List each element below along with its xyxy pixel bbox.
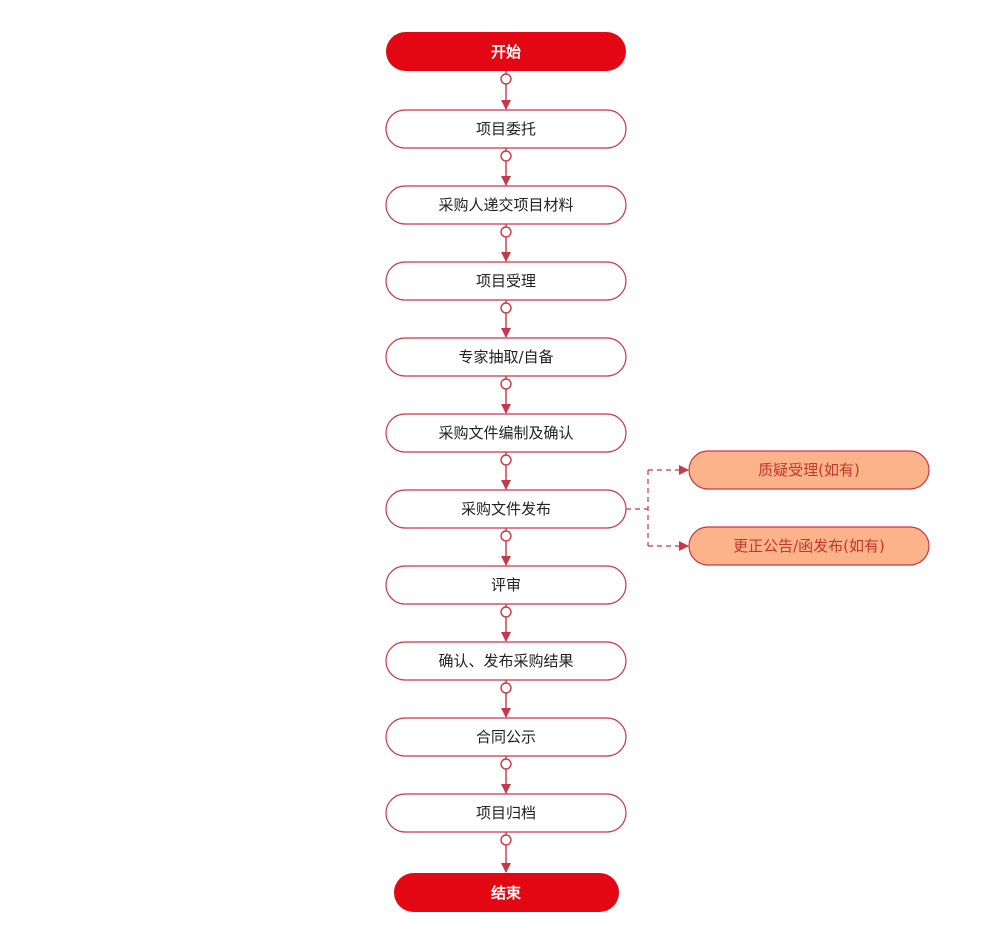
step-9[interactable]: 合同公示: [385, 717, 627, 757]
step-3[interactable]: 项目受理: [385, 261, 627, 301]
step-8[interactable]: 确认、发布采购结果: [385, 641, 627, 681]
step-label: 采购人递交项目材料: [438, 196, 573, 214]
step-label: 项目受理: [476, 272, 536, 290]
connector-circle: [500, 758, 512, 770]
step-label: 项目委托: [476, 120, 536, 138]
start-node[interactable]: 开始: [386, 32, 626, 71]
start-label: 开始: [491, 43, 521, 61]
connector-circle: [500, 226, 512, 238]
step-7[interactable]: 评审: [385, 565, 627, 605]
connector-circle: [500, 606, 512, 618]
side-step-label: 质疑受理(如有): [758, 461, 860, 479]
connector-circle: [500, 150, 512, 162]
step-5[interactable]: 采购文件编制及确认: [385, 413, 627, 453]
end-label: 结束: [491, 884, 522, 902]
connector-layer: [500, 71, 689, 873]
connector-circle: [500, 454, 512, 466]
step-label: 项目归档: [476, 804, 536, 822]
step-label: 采购文件编制及确认: [438, 424, 573, 442]
connector-circle: [500, 682, 512, 694]
step-label: 评审: [491, 576, 521, 594]
connector-circle: [500, 73, 512, 85]
connector-circle: [500, 530, 512, 542]
step-label: 合同公示: [476, 728, 536, 746]
side-step-query[interactable]: 质疑受理(如有): [688, 450, 930, 490]
end-node[interactable]: 结束: [394, 873, 619, 912]
connector-circle: [500, 302, 512, 314]
step-2[interactable]: 采购人递交项目材料: [385, 185, 627, 225]
step-4[interactable]: 专家抽取/自备: [385, 337, 627, 377]
step-label: 采购文件发布: [461, 500, 551, 518]
step-label: 确认、发布采购结果: [438, 652, 573, 670]
connector-circle: [500, 378, 512, 390]
side-step-label: 更正公告/函发布(如有): [733, 537, 885, 555]
step-label: 专家抽取/自备: [458, 348, 553, 366]
side-step-correction[interactable]: 更正公告/函发布(如有): [688, 526, 930, 566]
step-1[interactable]: 项目委托: [385, 109, 627, 149]
step-6[interactable]: 采购文件发布: [385, 489, 627, 529]
step-10[interactable]: 项目归档: [385, 793, 627, 833]
connector-circle: [500, 834, 512, 846]
